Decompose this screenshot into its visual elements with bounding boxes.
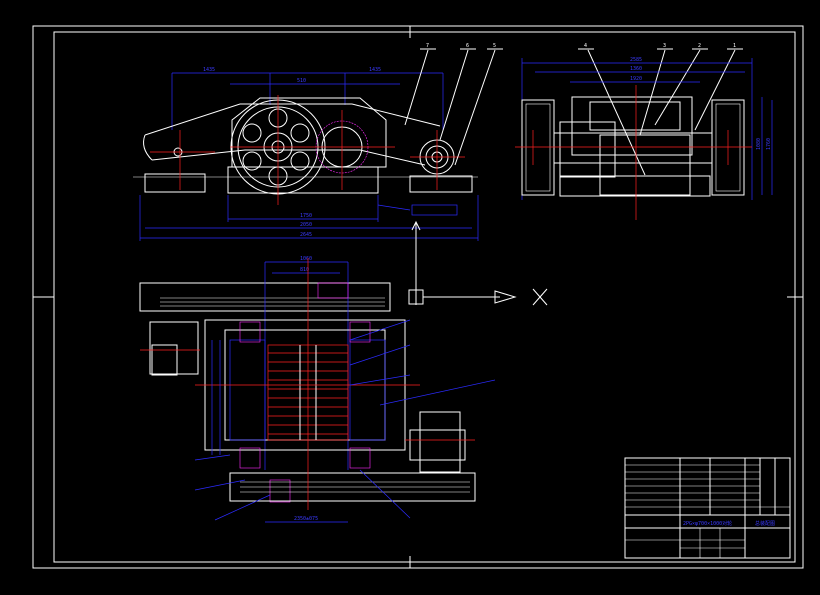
dim-label: 1920 xyxy=(630,76,642,82)
drawing-title: 2PG×φ700×1000对轮 xyxy=(683,520,732,527)
title-block: 2PG×φ700×1000对轮 总装配图 xyxy=(624,457,791,559)
part-callouts: 7 6 5 4 3 2 1 xyxy=(404,43,743,176)
dim-label: 1435 xyxy=(369,67,381,73)
dim-label: 2350±075 xyxy=(294,516,318,522)
dim-label: 2050 xyxy=(300,222,312,228)
dim-label: 1760 xyxy=(766,138,772,150)
callout-label: 1 xyxy=(733,43,736,49)
dim-label: 2645 xyxy=(300,232,312,238)
callout-label: 7 xyxy=(426,43,429,49)
dim-label: 1080 xyxy=(756,138,762,150)
drawing-number: 总装配图 xyxy=(755,520,775,527)
plan-view: 1060 810 xyxy=(139,256,496,523)
drawing-frame xyxy=(32,25,804,569)
dim-label: 1060 xyxy=(300,256,312,262)
dim-label: 810 xyxy=(300,267,309,273)
front-dimension-top: 1435 510 1435 xyxy=(171,67,444,130)
callout-label: 6 xyxy=(466,43,469,49)
dim-label: 510 xyxy=(297,78,306,84)
dim-label: 1750 xyxy=(300,213,312,219)
dim-label: 2585 xyxy=(630,57,642,63)
dim-label: 1360 xyxy=(630,66,642,72)
side-view: 2585 1360 1920 1080 1760 xyxy=(515,57,773,220)
callout-label: 5 xyxy=(493,43,496,49)
callout-label: 3 xyxy=(663,43,666,49)
front-dimension-bottom: 1750 2050 2645 xyxy=(139,195,479,241)
callout-label: 2 xyxy=(698,43,701,49)
front-view: 1435 510 1435 xyxy=(133,67,479,241)
ucs-axis-icon xyxy=(408,220,548,306)
dim-label: 1435 xyxy=(203,67,215,73)
callout-label: 4 xyxy=(584,43,587,49)
